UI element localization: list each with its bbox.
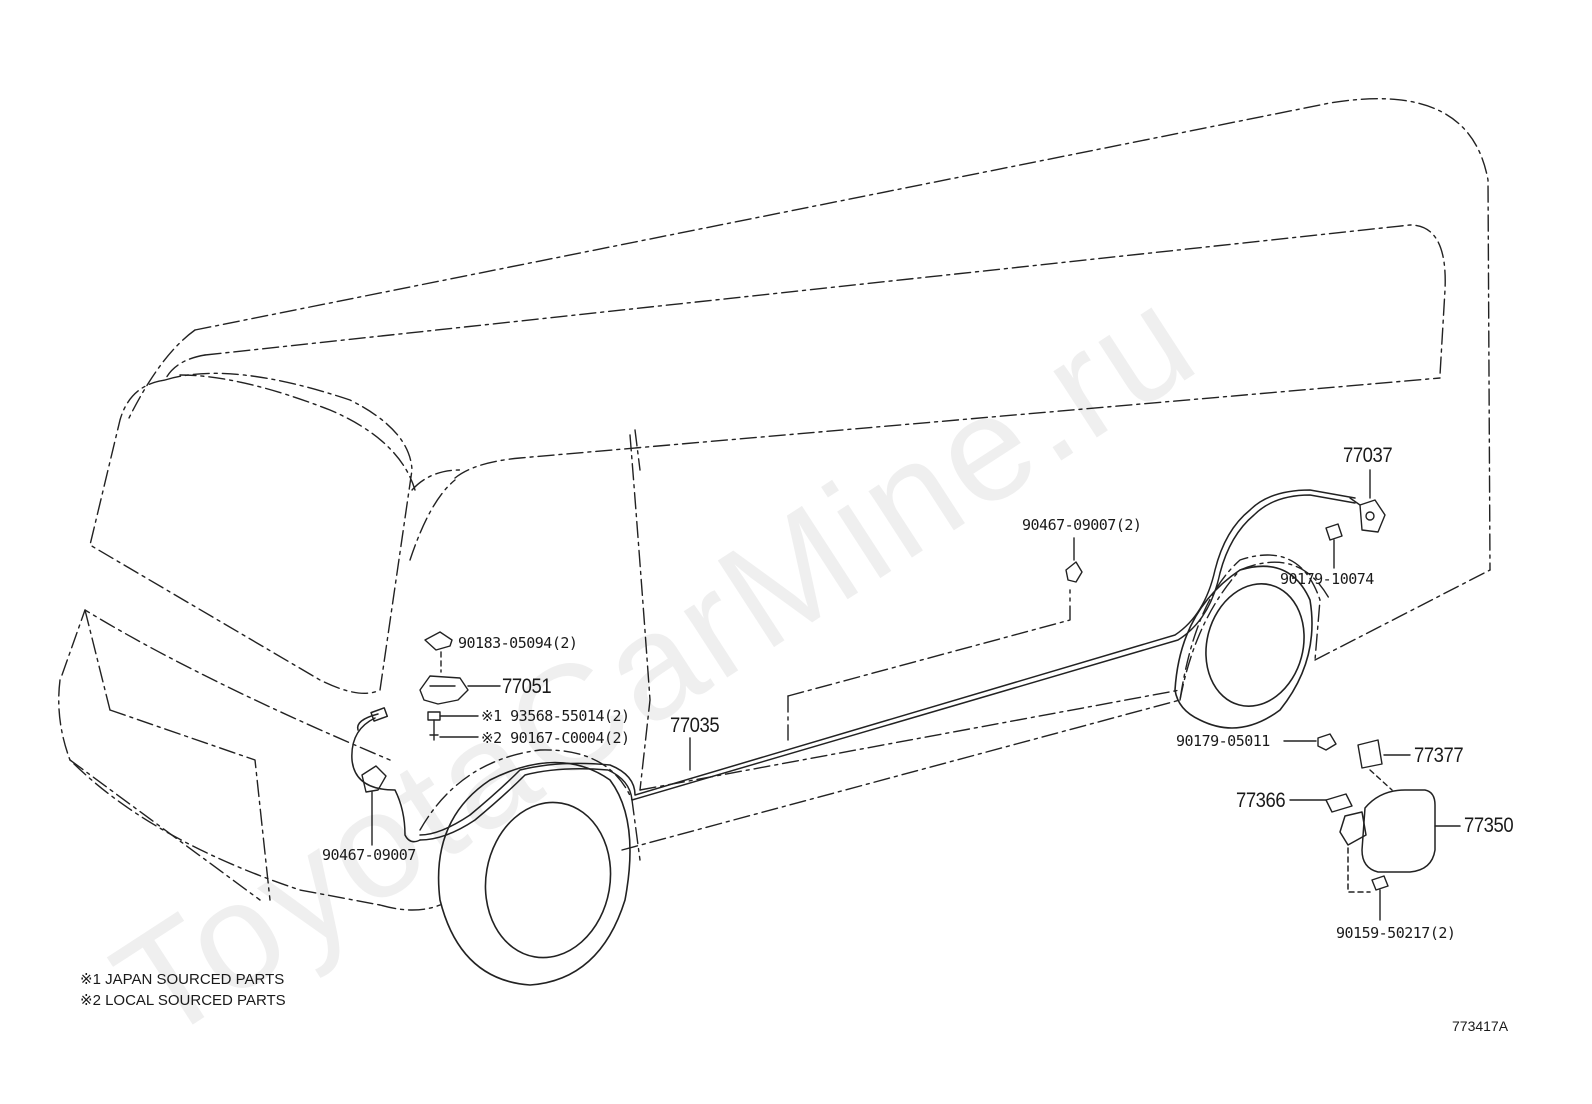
part-label-77377[interactable]: 77377 xyxy=(1414,744,1464,767)
part-label-90179-10074[interactable]: 90179-10074 xyxy=(1280,570,1374,588)
opener-77037 xyxy=(1349,469,1386,533)
screw-90159 xyxy=(1371,875,1389,921)
nut-90179-10074 xyxy=(1325,523,1343,569)
part-label-90467-09007-2[interactable]: 90467-09007(2) xyxy=(1022,516,1142,534)
part-label-90467-09007[interactable]: 90467-09007 xyxy=(322,846,416,864)
rear-wheel xyxy=(437,761,631,986)
nut-90179-05011 xyxy=(1317,733,1337,751)
diagram-id: 773417A xyxy=(1452,1018,1509,1034)
part-label-93568-55014-2[interactable]: ※1 93568-55014(2) xyxy=(481,707,630,725)
part-label-77035[interactable]: 77035 xyxy=(670,714,720,737)
front-wheel xyxy=(1174,565,1313,729)
screw-93568 xyxy=(427,711,479,741)
part-label-90179-05011[interactable]: 90179-05011 xyxy=(1176,732,1270,750)
note-japan-sourced: ※1 JAPAN SOURCED PARTS xyxy=(80,971,285,988)
fuel-lid-77350 xyxy=(1339,789,1461,893)
note-local-sourced: ※2 LOCAL SOURCED PARTS xyxy=(80,992,286,1009)
part-label-90159-50217-2[interactable]: 90159-50217(2) xyxy=(1336,924,1456,942)
part-label-90183-05094-2[interactable]: 90183-05094(2) xyxy=(458,634,578,652)
fuel-lid-cable xyxy=(351,489,1356,843)
clip-90467-rear xyxy=(361,765,387,793)
spring-77366 xyxy=(1325,793,1353,813)
clip-90183 xyxy=(424,631,453,651)
van-body-outline xyxy=(58,98,1491,911)
bracket-77377 xyxy=(1357,739,1383,769)
clip-90467-mid xyxy=(1065,561,1083,583)
part-label-77366[interactable]: 77366 xyxy=(1236,789,1286,812)
part-label-77037[interactable]: 77037 xyxy=(1343,444,1393,467)
part-label-77051[interactable]: 77051 xyxy=(502,675,552,698)
part-label-77350[interactable]: 77350 xyxy=(1464,814,1514,837)
lock-77051 xyxy=(419,651,501,705)
part-label-90167-c0004-2[interactable]: ※2 90167-C0004(2) xyxy=(481,729,630,747)
